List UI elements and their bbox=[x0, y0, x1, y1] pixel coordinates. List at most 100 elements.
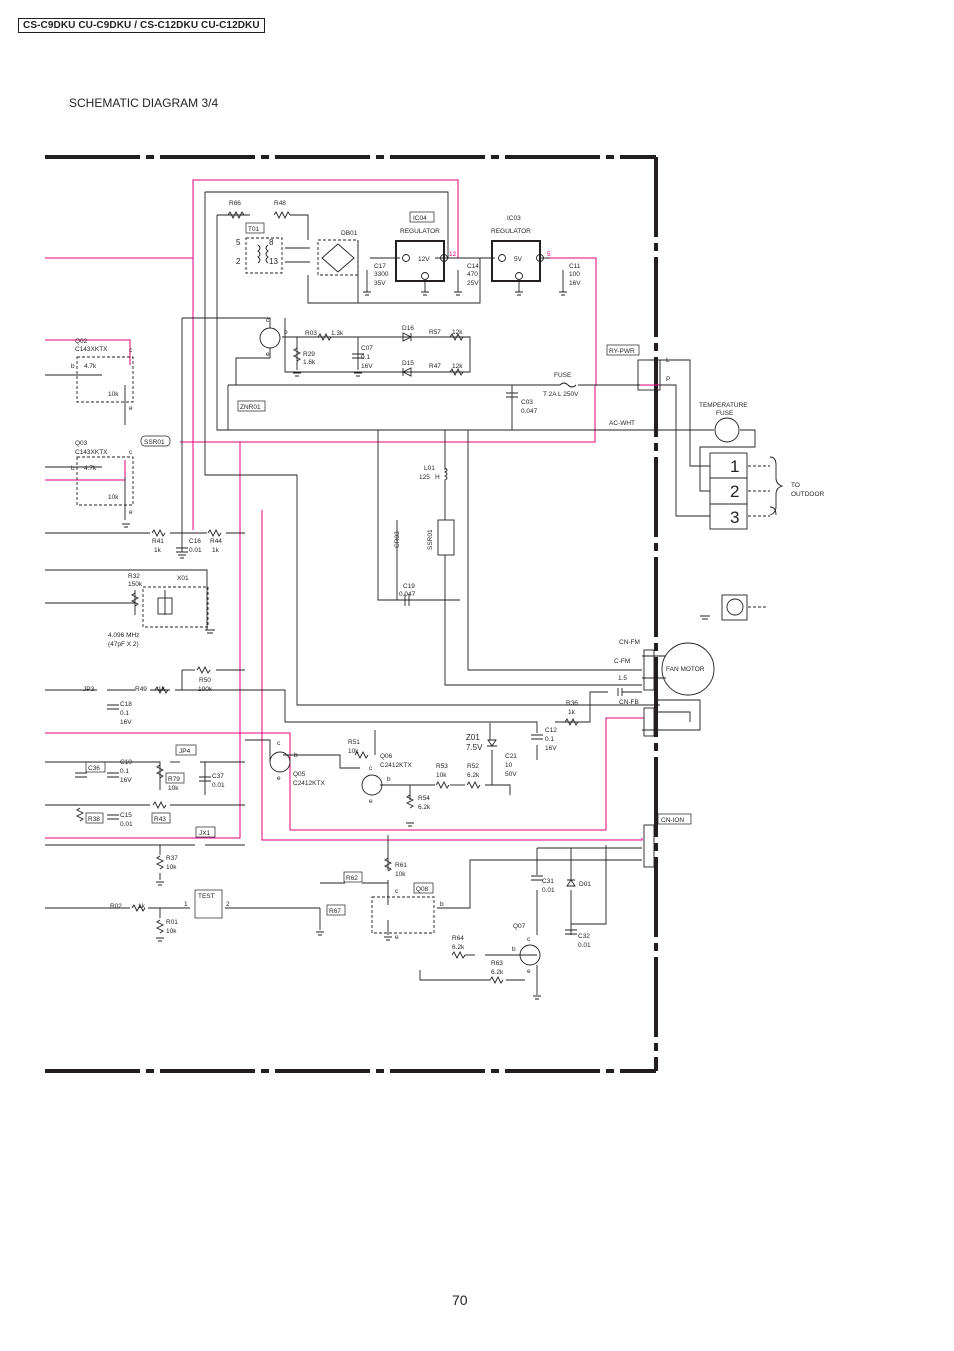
label-c16: C16 bbox=[189, 538, 201, 545]
label-q05: Q05 bbox=[293, 771, 306, 778]
label-xtal-cap: (47pF X 2) bbox=[108, 641, 139, 648]
resistor-r41 bbox=[151, 528, 166, 538]
label-fuse-rating: T 2A L 250V bbox=[543, 391, 579, 398]
label-r64-value: 6.2k bbox=[452, 944, 465, 951]
capacitor-c32 bbox=[565, 929, 577, 935]
label-pin12: 12 bbox=[449, 251, 457, 258]
label-cn-fm: CN-FM bbox=[619, 639, 640, 646]
label-c19-value: 0.047 bbox=[399, 591, 416, 598]
inductor-l01 bbox=[443, 467, 448, 481]
label-r53-value: 10k bbox=[436, 772, 447, 779]
ssr01-body bbox=[437, 519, 455, 556]
label-c14-value: 470 bbox=[467, 271, 478, 278]
label-t-pin13: 13 bbox=[269, 257, 278, 266]
label-ic03: IC03 bbox=[507, 215, 521, 222]
transistor-q03-box bbox=[76, 456, 134, 506]
label-c07: C07 bbox=[361, 345, 373, 352]
label-ic04: IC04 bbox=[413, 215, 427, 222]
label-r63: R63 bbox=[491, 960, 503, 967]
label-q02-b: b bbox=[71, 363, 75, 370]
regulator-ic03 bbox=[491, 240, 541, 282]
label-terminal-2: 2 bbox=[730, 482, 739, 501]
label-xtal-freq: 4.096 MHz bbox=[108, 632, 139, 639]
label-r51: R51 bbox=[348, 739, 360, 746]
label-c36: C36 bbox=[88, 765, 100, 772]
terminal-block bbox=[709, 452, 748, 530]
label-d01: D01 bbox=[579, 881, 591, 888]
label-c12-value: 0.1 bbox=[545, 736, 554, 743]
label-q06: Q06 bbox=[380, 753, 393, 760]
label-r49-value: 1k bbox=[158, 686, 166, 693]
label-c21-rating: 50V bbox=[505, 771, 517, 778]
labels: R66 R48 T01 DB01 IC04 IC03 REGULATOR REG… bbox=[71, 200, 825, 976]
label-r66: R66 bbox=[229, 200, 241, 207]
label-r50: R50 bbox=[199, 677, 211, 684]
label-d15: D15 bbox=[402, 360, 414, 367]
label-terminal-3: 3 bbox=[730, 508, 739, 527]
resistor-r44 bbox=[207, 528, 222, 538]
label-q03-e: e bbox=[129, 509, 133, 516]
resistor-r01 bbox=[155, 919, 165, 934]
label-fan-motor: FAN MOTOR bbox=[666, 666, 705, 673]
label-r36-value: 1k bbox=[568, 709, 576, 716]
label-cn-ion: CN-ION bbox=[661, 817, 684, 824]
transistor-q02-box bbox=[76, 356, 134, 403]
capacitor-cfm bbox=[617, 688, 623, 696]
resistor-r66 bbox=[227, 210, 245, 220]
transistor-q07 bbox=[519, 944, 541, 966]
transformer-t01 bbox=[245, 237, 283, 274]
label-q03-b: b bbox=[71, 465, 75, 472]
label-c12: C12 bbox=[545, 727, 557, 734]
label-c-fm-value: 1.5 bbox=[618, 675, 627, 682]
bridge-rectifier-db01 bbox=[317, 239, 359, 276]
label-c10: C10 bbox=[120, 759, 132, 766]
relay-ry-pwr bbox=[637, 359, 661, 391]
label-c21-value: 10 bbox=[505, 762, 513, 769]
label-q07-c: c bbox=[527, 936, 531, 943]
label-r61-value: 10k bbox=[395, 871, 406, 878]
label-r79-value: 10k bbox=[168, 785, 179, 792]
label-r64: R64 bbox=[452, 935, 464, 942]
label-c32: C32 bbox=[578, 933, 590, 940]
label-r29-value: 1.6k bbox=[303, 359, 316, 366]
label-r02-value: 1k bbox=[138, 903, 146, 910]
label-r49: R49 bbox=[135, 686, 147, 693]
label-r47-value: 12k bbox=[452, 363, 463, 370]
label-r61: R61 bbox=[395, 862, 407, 869]
label-r41: R41 bbox=[152, 538, 164, 545]
diode-d16 bbox=[402, 332, 413, 342]
label-r79: R79 bbox=[168, 776, 180, 783]
label-c32-value: 0.01 bbox=[578, 942, 591, 949]
capacitor-c15 bbox=[107, 814, 119, 820]
label-regulator-1: REGULATOR bbox=[400, 228, 440, 235]
label-c18-rating: 16V bbox=[120, 719, 132, 726]
label-r48: R48 bbox=[274, 200, 286, 207]
ground-symbols bbox=[122, 291, 710, 1000]
resistor-r37 bbox=[155, 855, 165, 870]
label-cn-fb: CN-FB bbox=[619, 699, 639, 706]
label-test-pin2: 2 bbox=[226, 901, 230, 908]
label-q03-r2: 10k bbox=[108, 494, 119, 501]
capacitor-c18 bbox=[107, 704, 119, 710]
label-q03-c: c bbox=[129, 449, 133, 456]
label-q02-c: c bbox=[129, 347, 133, 354]
resistor-r48 bbox=[273, 210, 291, 220]
connector-cn-fb bbox=[643, 707, 655, 737]
resistor-r29 bbox=[292, 347, 302, 362]
label-pin5: 5 bbox=[547, 251, 551, 258]
label-terminal-1: 1 bbox=[730, 457, 739, 476]
label-z01-value: 7.5V bbox=[466, 743, 483, 752]
label-q06-part: C2412KTX bbox=[380, 762, 412, 769]
label-c07-value: 0.1 bbox=[361, 354, 370, 361]
capacitor-c10 bbox=[107, 772, 119, 778]
label-l01: L01 bbox=[424, 465, 435, 472]
label-q07: Q07 bbox=[513, 923, 526, 930]
label-q06-e: e bbox=[369, 798, 373, 805]
resistor-r49 bbox=[154, 685, 169, 695]
label-r44: R44 bbox=[210, 538, 222, 545]
label-c11-value: 100 bbox=[569, 271, 580, 278]
capacitor-c19 bbox=[404, 594, 410, 606]
capacitor-c03 bbox=[506, 392, 518, 398]
label-cr03: CR03 bbox=[394, 531, 401, 548]
resistor-r57 bbox=[449, 332, 464, 342]
